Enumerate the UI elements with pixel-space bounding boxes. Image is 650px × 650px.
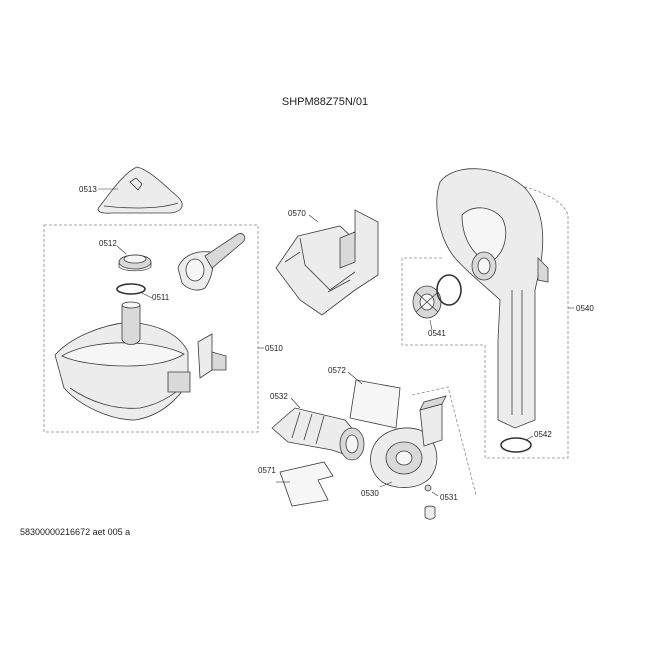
part-0511-seal-ring[interactable] (116, 283, 146, 295)
label-0532: 0532 (270, 392, 288, 401)
diagram-title: SHPM88Z75N/01 (281, 96, 369, 108)
label-0571: 0571 (258, 466, 276, 475)
document-id: 58300000216672 aet 005 a (20, 527, 131, 537)
label-0572: 0572 (328, 366, 346, 375)
part-0510-salt-container[interactable] (54, 301, 191, 421)
part-0512-ring-nut[interactable] (118, 254, 152, 272)
label-0513: 0513 (79, 185, 97, 194)
part-0570-shield-plate[interactable] (275, 209, 379, 316)
part-0530-blower[interactable] (370, 395, 447, 492)
label-0541: 0541 (428, 329, 446, 338)
label-0531: 0531 (440, 493, 458, 502)
label-0510: 0510 (265, 344, 283, 353)
part-0542-seal-ring[interactable] (500, 437, 532, 453)
group-boundary-0530 (411, 386, 477, 496)
part-0531-plug[interactable] (424, 505, 436, 520)
group-boundary-0510 (43, 224, 259, 433)
part-salt-funnel[interactable] (177, 233, 246, 291)
label-0530: 0530 (361, 489, 379, 498)
label-0511: 0511 (152, 293, 170, 302)
part-0532-hose[interactable] (271, 407, 365, 461)
part-0541-seal-ring[interactable] (436, 274, 462, 306)
label-0540: 0540 (576, 304, 594, 313)
part-0571-foil[interactable] (279, 461, 334, 507)
part-0513-cap[interactable] (97, 166, 183, 214)
part-clip[interactable] (197, 333, 227, 379)
label-0542: 0542 (534, 430, 552, 439)
label-0570: 0570 (288, 209, 306, 218)
label-0512: 0512 (99, 239, 117, 248)
part-0572-pad[interactable] (349, 379, 401, 429)
part-0541-impeller[interactable] (412, 285, 442, 319)
part-0540-air-duct[interactable] (436, 168, 549, 429)
